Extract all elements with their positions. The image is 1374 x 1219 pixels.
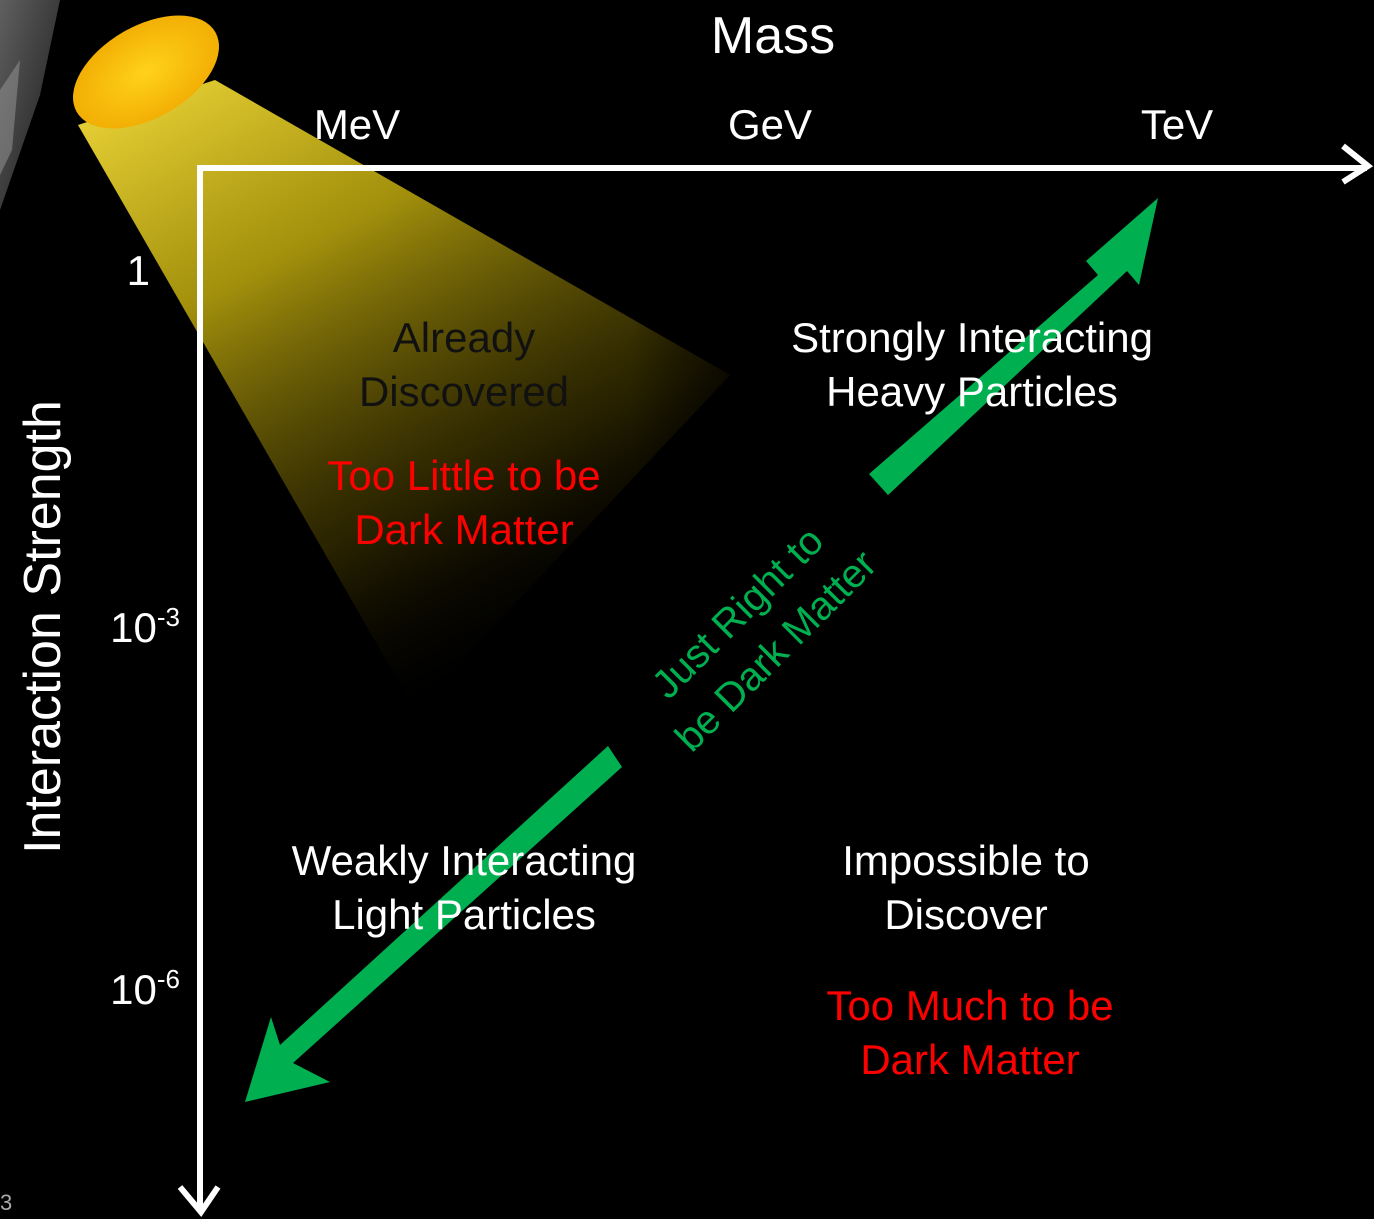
- region-label-line: Heavy Particles: [826, 368, 1118, 415]
- region-label-line: Discovered: [358, 368, 570, 415]
- x-tick-tev: TeV: [1140, 101, 1214, 148]
- too-much-note: Too Much to be Dark Matter: [770, 979, 1170, 1087]
- note-line: Dark Matter: [354, 506, 574, 553]
- x-tick-gev: GeV: [727, 101, 813, 148]
- note-line: Dark Matter: [860, 1036, 1080, 1083]
- x-axis-title: Mass: [710, 7, 836, 65]
- y-tick-1: 1: [126, 247, 150, 294]
- region-label-line: Strongly Interacting: [791, 314, 1153, 361]
- x-axis-arrowhead-icon: [1341, 143, 1374, 185]
- just-right-arrow-icon: [245, 198, 1158, 1102]
- region-weakly-interacting: Weakly Interacting Light Particles: [214, 834, 714, 942]
- y-tick-1e-6: 10-6: [110, 964, 180, 1013]
- y-tick-1e-3: 10-3: [110, 602, 180, 651]
- spotlight-icon: [0, 0, 730, 710]
- region-label-line: Already: [392, 314, 536, 361]
- note-line: Too Much to be: [826, 982, 1114, 1029]
- region-impossible: Impossible to Discover: [766, 834, 1166, 942]
- y-axis-arrowhead-icon: [177, 1185, 221, 1217]
- region-label-line: Impossible to: [842, 837, 1090, 884]
- region-strongly-interacting: Strongly Interacting Heavy Particles: [722, 311, 1222, 419]
- x-tick-mev: MeV: [313, 101, 401, 148]
- region-label-line: Weakly Interacting: [291, 837, 637, 884]
- axes: [177, 143, 1374, 1217]
- region-label-line: Light Particles: [332, 891, 596, 938]
- slide-number: 3: [0, 1190, 13, 1215]
- note-line: Too Little to be: [327, 452, 601, 499]
- region-already-discovered: Already Discovered: [264, 311, 664, 419]
- too-little-note: Too Little to be Dark Matter: [264, 449, 664, 557]
- region-label-line: Discover: [884, 891, 1048, 938]
